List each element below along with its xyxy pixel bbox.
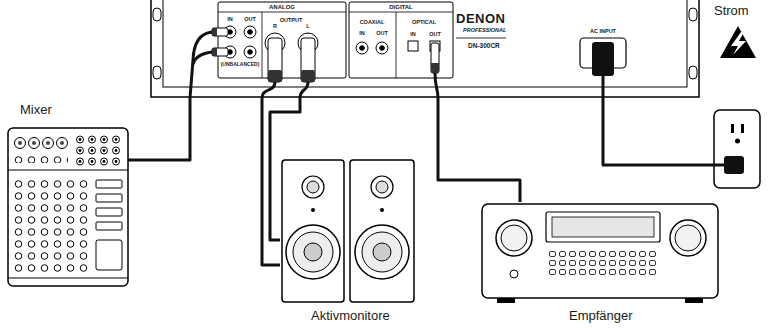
plugs-and-cable-stubs	[190, 28, 614, 98]
panel-label: IN	[227, 17, 233, 23]
device-label: Empfänger	[569, 308, 633, 324]
cable	[270, 98, 300, 240]
model-number: DN-300CR	[468, 42, 500, 50]
panel-label: IN	[359, 31, 365, 37]
panel-label: IN	[410, 32, 416, 38]
panel-label: OPTICAL	[412, 20, 436, 26]
panel-label: R	[273, 24, 277, 30]
brand-subtitle: PROFESSIONAL	[463, 27, 506, 34]
panel-label: (UNBALANCED)	[221, 62, 260, 67]
panel-label: L	[306, 24, 309, 30]
mixer: Mixer	[2, 100, 128, 288]
cable	[603, 98, 706, 165]
receiver: Empfänger	[478, 202, 724, 326]
player-rear-panel	[151, 0, 699, 97]
cable	[128, 98, 190, 160]
panel-label: ANALOG	[269, 4, 295, 10]
panel-label: OUT	[244, 17, 256, 23]
panel-label: OUT	[429, 32, 441, 38]
media-player: DENONPROFESSIONAL DN-300CR	[150, 0, 700, 98]
device-label: Mixer	[20, 102, 52, 118]
power-outlet-drawing	[706, 26, 760, 188]
power-outlet: Strom	[706, 2, 770, 192]
panel-label: DIGITAL	[389, 4, 413, 10]
panel-label: OUT	[376, 31, 388, 37]
monitor-speakers-drawing	[282, 160, 414, 302]
receiver-drawing	[482, 204, 718, 303]
brand-name: DENON	[456, 11, 505, 27]
mixer-drawing	[8, 128, 128, 286]
device-label: Strom	[714, 3, 749, 19]
device-label: Aktivmonitore	[311, 308, 390, 324]
cable	[438, 98, 520, 202]
panel-label: AC INPUT	[590, 29, 616, 35]
panel-label: OUTPUT	[280, 18, 303, 24]
active-monitors: Aktivmonitore	[280, 158, 420, 326]
panel-label: COAXIAL	[360, 20, 385, 26]
